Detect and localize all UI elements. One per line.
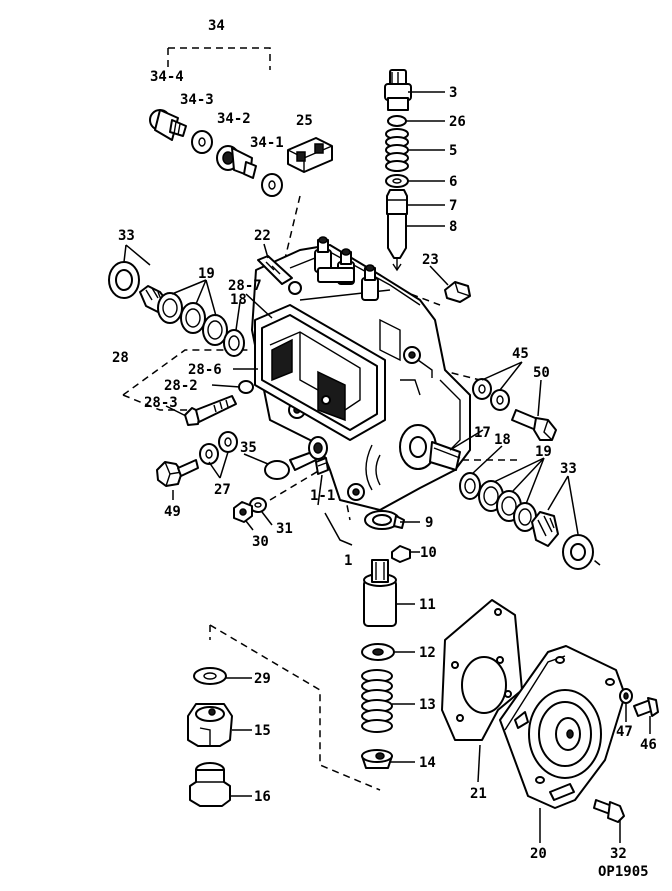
part-32-bolt bbox=[593, 799, 625, 823]
label-20: 20 bbox=[530, 846, 547, 862]
label-5: 5 bbox=[449, 143, 457, 159]
label-17: 17 bbox=[474, 425, 491, 441]
label-29: 29 bbox=[254, 671, 271, 687]
part-30-nut bbox=[233, 501, 253, 523]
label-7: 7 bbox=[449, 198, 457, 214]
label-21: 21 bbox=[470, 786, 487, 802]
part-34-1-gasket bbox=[261, 173, 283, 197]
label-28-2: 28-2 bbox=[164, 378, 198, 394]
drawing-code: OP1905 bbox=[598, 864, 649, 880]
part-29-shim bbox=[193, 667, 227, 685]
part-6-gasket bbox=[385, 174, 409, 188]
label-35: 35 bbox=[240, 440, 257, 456]
label-28-6: 28-6 bbox=[188, 362, 222, 378]
part-1-1-stud bbox=[315, 457, 329, 475]
label-15: 15 bbox=[254, 723, 271, 739]
label-33-left: 33 bbox=[118, 228, 135, 244]
part-20-flange bbox=[499, 645, 626, 809]
label-33-right: 33 bbox=[560, 461, 577, 477]
part-7-delivery-valve bbox=[386, 189, 408, 215]
part-35-plug bbox=[264, 436, 328, 480]
label-1-1: 1-1 bbox=[310, 488, 335, 504]
label-34-1: 34-1 bbox=[250, 135, 284, 151]
label-16: 16 bbox=[254, 789, 271, 805]
part-8-plunger-barrel bbox=[387, 213, 407, 272]
part-12-spring-seat bbox=[361, 643, 395, 661]
part-15-tappet bbox=[187, 703, 233, 747]
label-23: 23 bbox=[422, 252, 439, 268]
label-8: 8 bbox=[449, 219, 457, 235]
part-11-plunger-guide bbox=[363, 559, 397, 627]
label-12: 12 bbox=[419, 645, 436, 661]
label-30: 30 bbox=[252, 534, 269, 550]
label-11: 11 bbox=[419, 597, 436, 613]
part-23-bolt bbox=[444, 281, 471, 303]
part-45-washers bbox=[472, 378, 510, 411]
part-49-bolt bbox=[156, 459, 199, 487]
label-32: 32 bbox=[610, 846, 627, 862]
label-31: 31 bbox=[276, 521, 293, 537]
part-25-clamp bbox=[287, 137, 333, 173]
label-1: 1 bbox=[344, 553, 352, 569]
label-18-left: 18 bbox=[230, 292, 247, 308]
outlet-fitting-3 bbox=[361, 264, 379, 301]
callout-labels: 34 34-4 34-3 34-2 34-1 25 3 26 5 6 7 8 3… bbox=[112, 18, 657, 880]
label-19-right: 19 bbox=[535, 444, 552, 460]
part-28-2-washer bbox=[238, 380, 254, 394]
outlet-fitting-1 bbox=[314, 236, 332, 273]
label-9: 9 bbox=[425, 515, 433, 531]
label-22: 22 bbox=[254, 228, 271, 244]
label-50: 50 bbox=[533, 365, 550, 381]
label-34-3: 34-3 bbox=[180, 92, 214, 108]
part-28-3-bolt bbox=[184, 395, 237, 426]
part-14-lower-seat bbox=[361, 749, 393, 769]
label-28: 28 bbox=[112, 350, 129, 366]
part-26-o-ring bbox=[387, 115, 407, 127]
part-46-bolt bbox=[633, 697, 659, 717]
label-27: 27 bbox=[214, 482, 231, 498]
label-28-3: 28-3 bbox=[144, 395, 178, 411]
label-3: 3 bbox=[449, 85, 457, 101]
part-5-spring bbox=[385, 128, 409, 172]
part-17-drive-shaft bbox=[399, 424, 461, 471]
label-34-4: 34-4 bbox=[150, 69, 184, 85]
label-13: 13 bbox=[419, 697, 436, 713]
part-10-pin bbox=[391, 545, 411, 563]
part-3-valve-holder bbox=[384, 69, 412, 111]
label-28-7: 28-7 bbox=[228, 278, 262, 294]
label-25: 25 bbox=[296, 113, 313, 129]
part-34-4-bolt bbox=[149, 109, 187, 141]
label-19-left: 19 bbox=[198, 266, 215, 282]
part-50-bolt bbox=[511, 409, 557, 441]
part-47-washer bbox=[619, 688, 633, 704]
parts-19-18-rings-left bbox=[157, 292, 245, 357]
label-34-2: 34-2 bbox=[217, 111, 251, 127]
parts-18-19-rings-right bbox=[459, 472, 537, 532]
label-26: 26 bbox=[449, 114, 466, 130]
part-9-control-sleeve bbox=[364, 510, 405, 530]
part-34-3-washer bbox=[191, 130, 213, 154]
label-49: 49 bbox=[164, 504, 181, 520]
label-18-right: 18 bbox=[494, 432, 511, 448]
part-16-roller bbox=[189, 762, 231, 807]
part-21-gasket bbox=[441, 599, 523, 741]
leader-lines bbox=[123, 91, 651, 843]
label-6: 6 bbox=[449, 174, 457, 190]
part-22-stud bbox=[257, 255, 293, 285]
part-34-2-fitting bbox=[216, 145, 257, 179]
label-10: 10 bbox=[420, 545, 437, 561]
part-27-washers bbox=[199, 431, 238, 465]
label-34: 34 bbox=[208, 18, 225, 34]
label-47: 47 bbox=[616, 724, 633, 740]
part-33-coupling-right bbox=[531, 511, 594, 570]
part-13-plunger-spring bbox=[361, 669, 393, 733]
label-45: 45 bbox=[512, 346, 529, 362]
label-46: 46 bbox=[640, 737, 657, 753]
label-14: 14 bbox=[419, 755, 436, 771]
part-28-7-side-cover bbox=[254, 304, 386, 441]
